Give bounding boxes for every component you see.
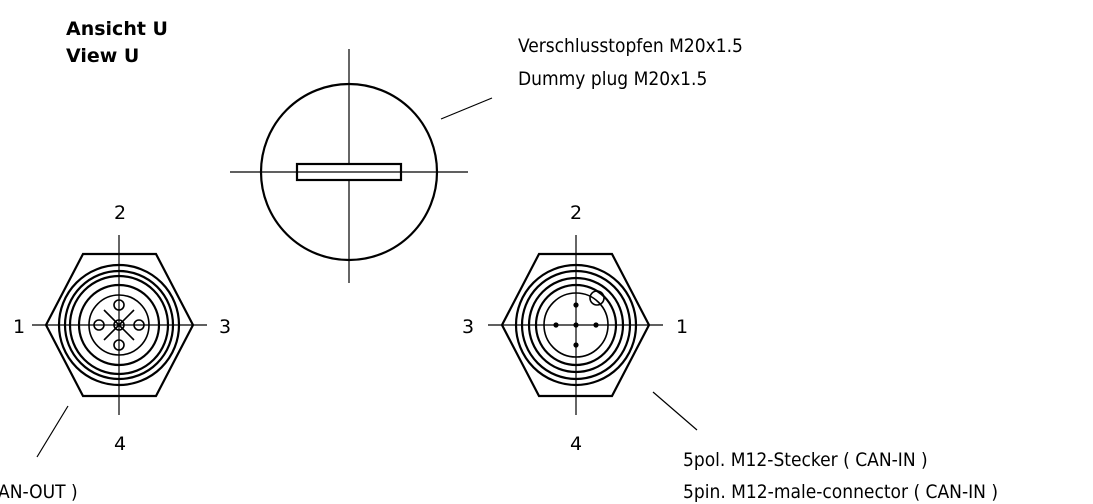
dummy-plug-label-de: Verschlusstopfen M20x1.5: [518, 35, 743, 57]
male-coding-key: [589, 290, 605, 306]
female-socket-2: [113, 299, 125, 311]
female-pin-label-right: 3: [219, 316, 231, 338]
female-pin-label-bottom: 4: [114, 433, 126, 455]
male-pin-label-left: 3: [462, 316, 474, 338]
female-socket-3: [133, 319, 145, 331]
male-pin-2: [573, 302, 579, 308]
dummy-plug-leader: [440, 97, 493, 120]
female-pin-label-left: 1: [13, 316, 25, 338]
female-connector-label: AN-OUT ): [0, 481, 78, 503]
male-pin-3: [553, 322, 559, 328]
dummy-plug-label-en: Dummy plug M20x1.5: [518, 68, 707, 90]
male-connector-label-de: 5pol. M12-Stecker ( CAN-IN ): [683, 449, 928, 471]
female-connector-leader: [36, 405, 69, 458]
view-title-en: View U: [66, 45, 139, 67]
male-pin-label-top: 2: [570, 202, 582, 224]
male-pin-label-right: 1: [676, 316, 688, 338]
female-socket-5: [113, 319, 125, 331]
female-socket-4: [113, 339, 125, 351]
male-pin-1: [593, 322, 599, 328]
male-connector: [488, 235, 663, 415]
female-connector: [32, 235, 207, 415]
female-pin-label-top: 2: [114, 202, 126, 224]
male-pin-label-bottom: 4: [570, 433, 582, 455]
male-pin-5: [573, 322, 579, 328]
view-title-de: Ansicht U: [66, 18, 168, 40]
male-connector-leader: [652, 391, 698, 431]
male-pin-4: [573, 342, 579, 348]
female-socket-1: [93, 319, 105, 331]
dummy-plug: [230, 49, 468, 283]
male-connector-label-en: 5pin. M12-male-connector ( CAN-IN ): [683, 481, 998, 503]
